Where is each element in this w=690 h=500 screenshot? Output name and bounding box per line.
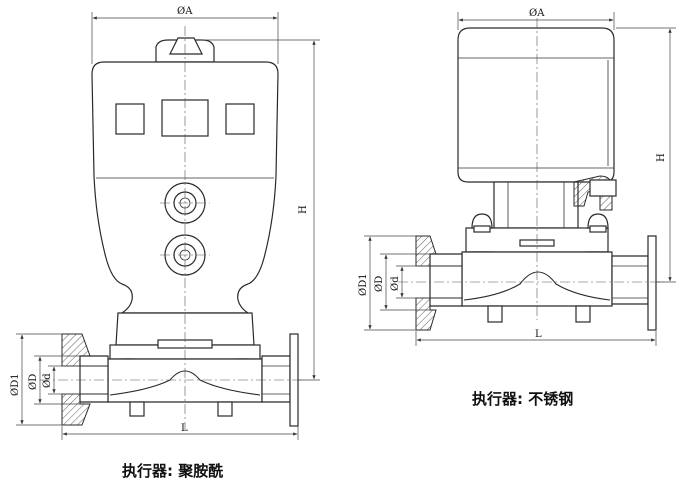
- left-outlet-pipe: [261, 355, 291, 403]
- right-inlet-pipe: [429, 253, 463, 307]
- right-yoke: [493, 181, 579, 229]
- left-caption: 执行器: 聚胺酰: [122, 462, 224, 480]
- left-dim-D: ØD: [28, 374, 39, 390]
- right-dim-d: Ød: [390, 276, 401, 291]
- right-dim-A: ØA: [529, 8, 545, 19]
- right-bolt-right: [587, 213, 609, 233]
- left-dim-D1: ØD1: [10, 373, 21, 396]
- left-inlet-pipe: [79, 355, 109, 403]
- right-dim-D1: ØD1: [358, 273, 369, 296]
- right-dim-L: L: [535, 329, 542, 340]
- right-valve-view: ØA H ØD1 ØD Ød L: [358, 8, 676, 346]
- left-dim-A: ØA: [177, 6, 193, 17]
- left-valve-view: ØA H ØD1 ØD Ød L: [10, 6, 320, 440]
- left-window-1: [115, 103, 145, 135]
- left-window-3: [225, 103, 255, 135]
- right-dim-D: ØD: [374, 276, 385, 292]
- right-actuator-housing: [457, 27, 615, 183]
- right-outlet-pipe: [611, 255, 649, 305]
- right-bolt-left: [471, 213, 493, 233]
- right-dim-H: H: [656, 153, 667, 162]
- left-dim-L: L: [181, 423, 188, 434]
- left-dim-H: H: [298, 205, 309, 214]
- right-caption: 执行器: 不锈钢: [472, 390, 574, 408]
- left-dim-d: Ød: [42, 373, 53, 388]
